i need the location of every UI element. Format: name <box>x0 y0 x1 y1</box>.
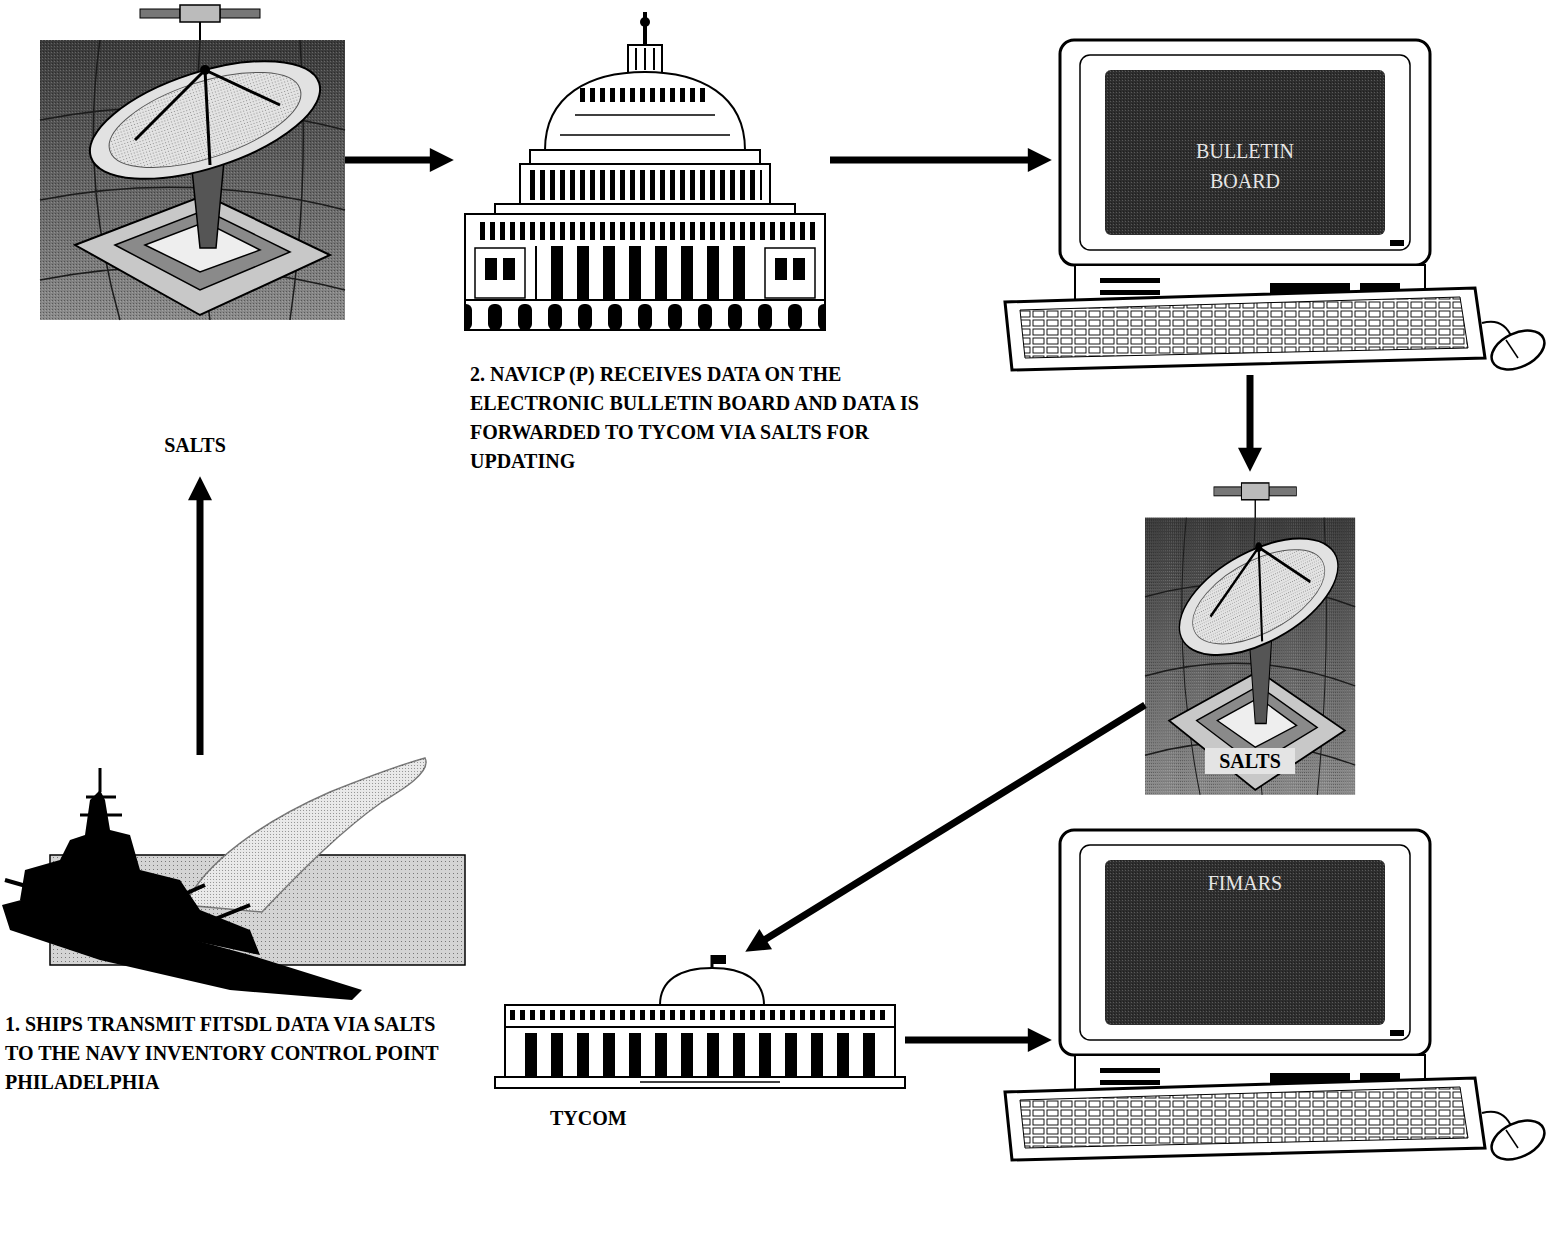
illustration-part <box>515 1033 885 1077</box>
illustration-part <box>505 1005 895 1027</box>
illustration-part <box>40 5 345 320</box>
node-region: FIMARS <box>1058 828 1550 1165</box>
satellite-station <box>1145 483 1355 795</box>
illustration-part <box>495 204 795 214</box>
illustration-part <box>185 758 426 912</box>
illustration-part <box>185 758 426 912</box>
illustration-part <box>775 258 787 280</box>
illustration-part <box>503 258 515 280</box>
illustration-part <box>640 17 650 27</box>
flow-arrow <box>197 499 204 755</box>
illustration-part <box>1005 40 1551 377</box>
node-region: SALTS <box>40 0 345 470</box>
node-region: SALTS <box>1145 478 1355 795</box>
node-region: BULLETIN BOARD <box>1058 38 1550 375</box>
flow-arrow <box>765 705 1145 940</box>
illustration-part <box>505 1027 895 1077</box>
illustration-part <box>475 248 525 298</box>
illustration-part <box>530 150 760 164</box>
flow-arrow <box>1247 375 1254 449</box>
illustration-part <box>628 45 662 73</box>
node-region: TYCOM <box>495 955 905 1088</box>
illustration-part <box>660 968 764 1005</box>
illustration-part <box>475 222 815 240</box>
illustration-part <box>640 1081 780 1083</box>
illustration-part <box>1005 830 1551 1167</box>
illustration-part <box>510 1010 890 1020</box>
illustration-part <box>765 248 815 298</box>
illustration-part <box>580 88 710 102</box>
illustration-part <box>636 48 654 70</box>
node-label: 2. NAVICP (P) RECEIVES DATA ON THE ELECT… <box>470 360 940 476</box>
illustration-part <box>1145 483 1355 795</box>
illustration-part <box>535 246 755 300</box>
flow-arrow <box>905 1037 1029 1044</box>
illustration-part <box>560 115 730 135</box>
illustration-part <box>20 790 260 955</box>
illustration-part <box>528 170 762 200</box>
node-label: FIMARS <box>1145 870 1345 896</box>
tycom-building <box>495 955 905 1088</box>
node-label: 1. SHIPS TRANSMIT FITSDL DATA VIA SALTS … <box>5 1010 455 1097</box>
illustration-part <box>793 258 805 280</box>
illustration-part <box>485 258 497 280</box>
ship-picture <box>2 758 465 1000</box>
illustration-part <box>520 164 770 204</box>
illustration-part <box>5 880 250 925</box>
node-label: SALTS <box>1205 748 1295 774</box>
satellite-station <box>40 5 345 320</box>
illustration-part <box>80 768 122 815</box>
flow-arrow <box>345 157 431 164</box>
illustration-part <box>465 214 825 330</box>
navicp-building <box>465 12 825 330</box>
illustration-part <box>495 1077 905 1088</box>
flow-arrow <box>830 157 1029 164</box>
node-region: 1. SHIPS TRANSMIT FITSDL DATA VIA SALTS … <box>5 755 465 1000</box>
node-label: BULLETIN BOARD <box>1175 136 1315 196</box>
node-label: SALTS <box>135 432 255 458</box>
node-region: 2. NAVICP (P) RECEIVES DATA ON THE ELECT… <box>460 10 830 335</box>
illustration-part <box>545 72 745 150</box>
computer <box>1005 40 1551 377</box>
illustration-part <box>712 955 726 964</box>
computer <box>1005 830 1551 1167</box>
node-label: TYCOM <box>550 1105 670 1131</box>
illustration-part <box>465 300 825 330</box>
